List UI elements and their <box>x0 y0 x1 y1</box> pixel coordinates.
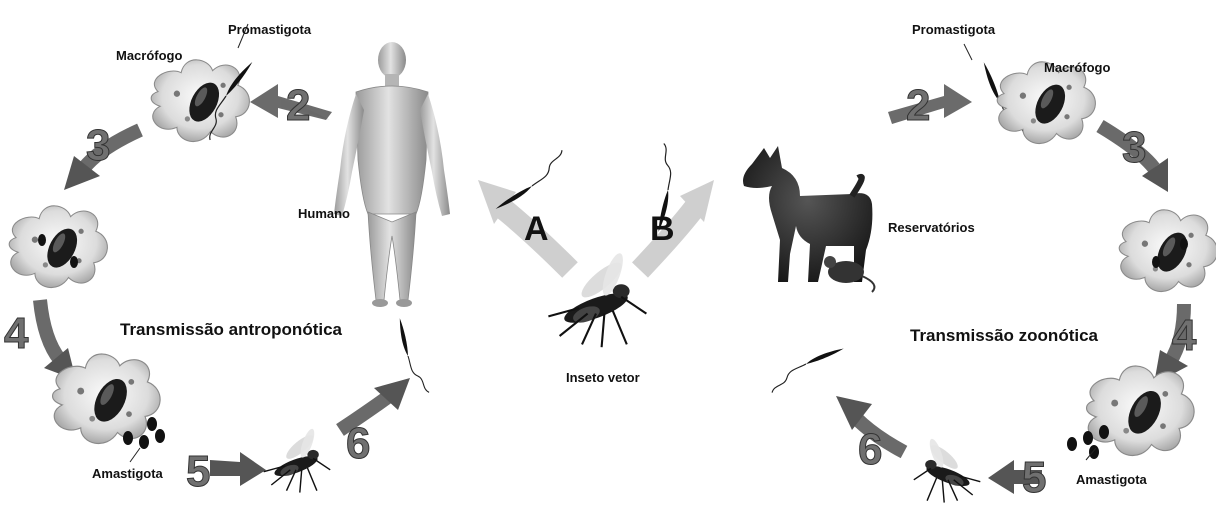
right-arrow-5: 5 <box>988 453 1046 502</box>
left-arrow-3: 3 <box>64 121 140 190</box>
left-infected-cell <box>9 206 107 288</box>
right-sandfly-icon <box>914 437 981 502</box>
human-label: Humano <box>298 206 350 221</box>
right-promastigote-2-icon <box>771 331 843 410</box>
right-infected-cell <box>1119 210 1216 292</box>
left-arrow-2: 2 <box>250 81 332 130</box>
left-amastigote-label: Amastigota <box>92 466 163 481</box>
left-step-5: 5 <box>186 447 210 496</box>
right-arrow-6: 6 <box>836 396 904 474</box>
left-step-4: 4 <box>4 309 29 358</box>
left-arrow-4: 4 <box>4 300 76 380</box>
left-arrow-6: 6 <box>340 378 410 468</box>
left-macrophage-label: Macrófogo <box>116 48 182 63</box>
right-cycle: B 2 3 4 <box>637 44 1216 503</box>
right-promastigote-label: Promastigota <box>912 22 995 37</box>
left-sandfly-icon <box>264 427 331 492</box>
right-step-5: 5 <box>1022 453 1046 502</box>
left-promastigote-label: Promastigota <box>228 22 311 37</box>
right-cycle-title: Transmissão zoonótica <box>910 326 1098 346</box>
left-arrow-5: 5 <box>186 447 266 496</box>
right-arrow-3: 3 <box>1100 123 1168 192</box>
arrow-b: B <box>640 180 714 270</box>
right-amastigote-label: Amastigota <box>1076 472 1147 487</box>
left-promastigote-2-icon <box>380 318 449 393</box>
reservoirs-label: Reservatórios <box>888 220 975 235</box>
right-step-2: 2 <box>906 81 930 130</box>
right-burst-cell <box>1087 366 1195 455</box>
right-step-3: 3 <box>1122 123 1146 172</box>
right-step-4: 4 <box>1172 311 1197 360</box>
right-step-6: 6 <box>858 425 882 474</box>
left-cycle-title: Transmissão antroponótica <box>120 320 342 340</box>
left-burst-cell <box>53 354 161 443</box>
right-macrophage-label: Macrófogo <box>1044 60 1110 75</box>
left-step-6: 6 <box>346 419 370 468</box>
human-figure <box>334 42 450 307</box>
left-macrophage-cell <box>151 60 249 142</box>
left-step-3: 3 <box>86 121 110 170</box>
left-step-2: 2 <box>286 81 310 130</box>
arrow-a-label: A <box>524 210 549 248</box>
right-arrow-2: 2 <box>888 81 972 130</box>
vector-label: Inseto vetor <box>566 370 640 385</box>
right-arrow-4: 4 <box>1154 304 1197 384</box>
reservoir-animals <box>743 146 874 292</box>
left-cycle: 2 3 4 5 6 <box>4 24 570 496</box>
